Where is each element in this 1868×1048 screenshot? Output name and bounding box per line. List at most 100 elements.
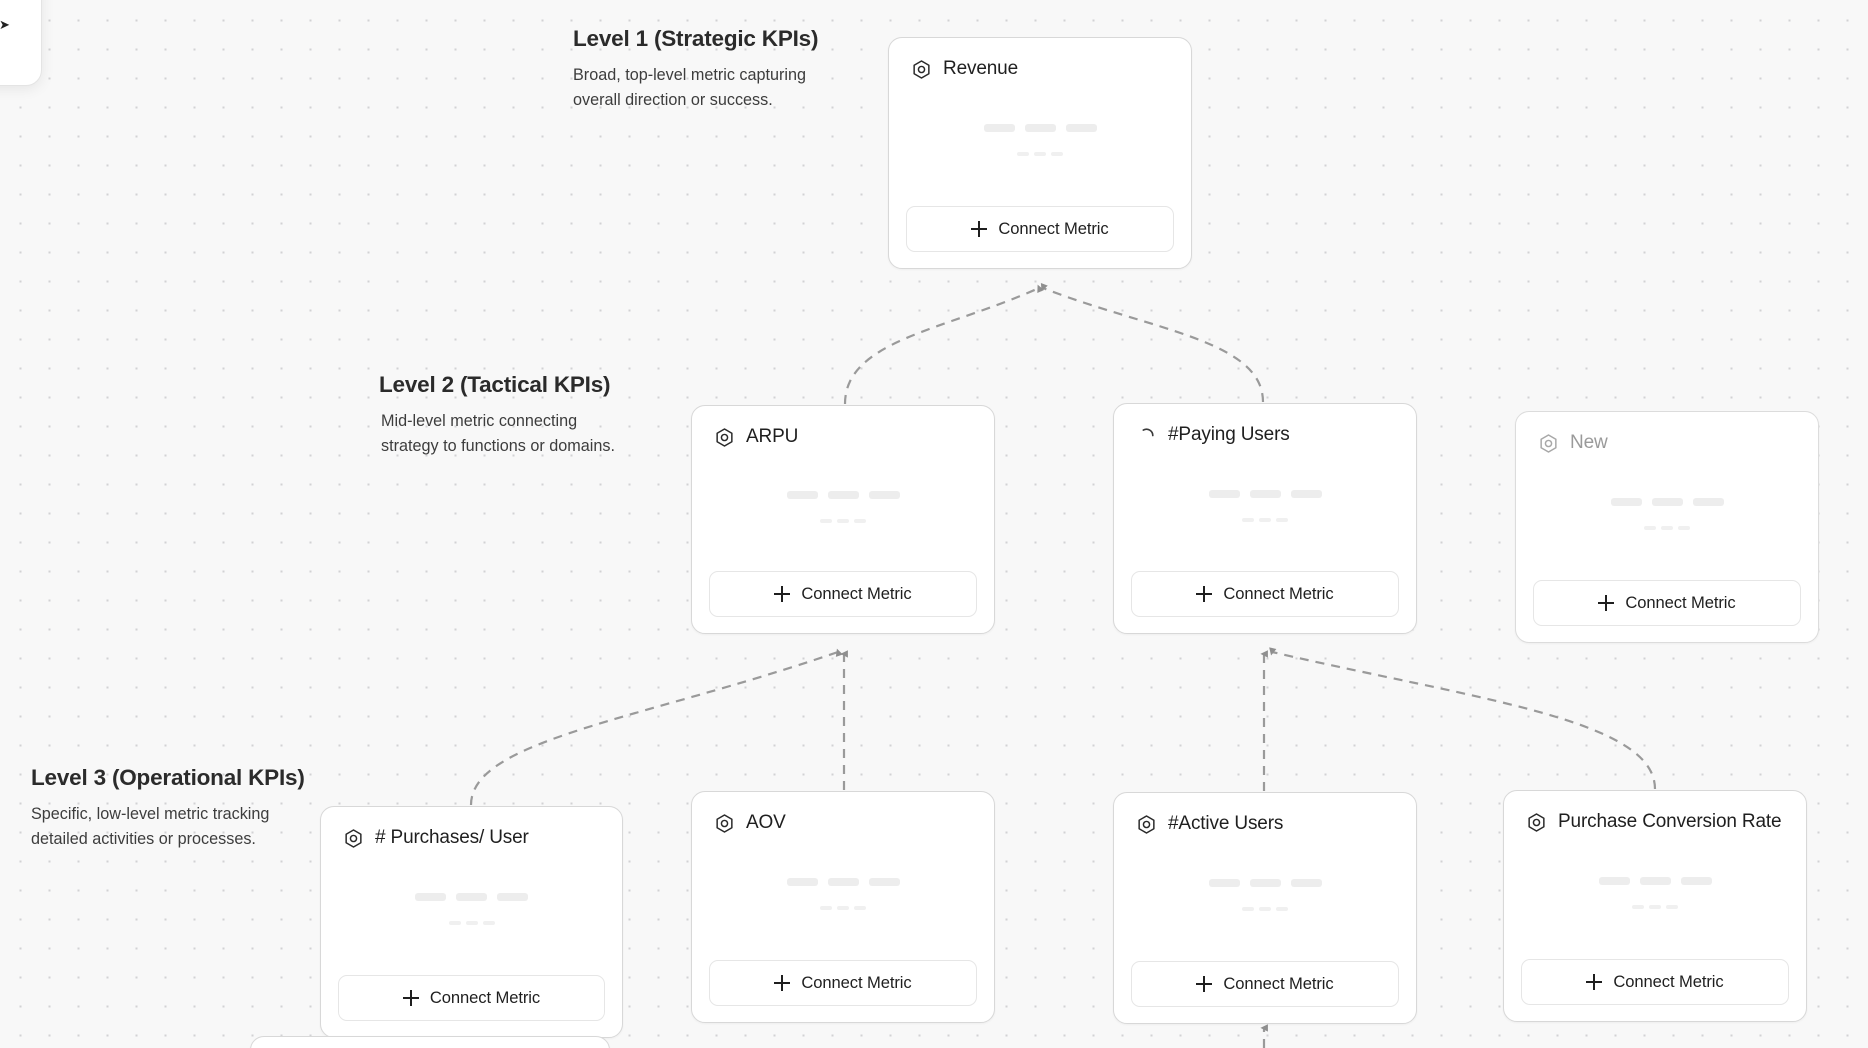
card-skeleton-body xyxy=(692,835,994,960)
skeleton-row-secondary xyxy=(1242,907,1288,912)
skeleton-bar xyxy=(1249,879,1281,888)
connect-metric-button[interactable]: Connect Metric xyxy=(1521,959,1789,1005)
skeleton-bar xyxy=(1632,905,1644,910)
connect-metric-label: Connect Metric xyxy=(998,219,1109,238)
skeleton-bar xyxy=(837,518,849,523)
skeleton-row-secondary xyxy=(1242,517,1288,522)
skeleton-bar xyxy=(1290,879,1322,888)
skeleton-bar xyxy=(1598,877,1630,886)
skeleton-bar xyxy=(1024,124,1056,133)
card-header: New xyxy=(1516,412,1818,455)
plus-icon xyxy=(1196,976,1213,992)
level-2-title: Level 2 (Tactical KPIs) xyxy=(379,372,611,397)
plus-icon xyxy=(774,586,791,602)
skeleton-bar xyxy=(1290,489,1322,498)
skeleton-bar xyxy=(1644,526,1656,531)
metric-card-arpu[interactable]: ARPU Connect Metric xyxy=(691,405,995,634)
skeleton-bar xyxy=(1208,489,1240,498)
metric-card-revenue[interactable]: Revenue Connect Metric xyxy=(888,37,1192,269)
plus-icon xyxy=(1598,595,1615,611)
skeleton-bar xyxy=(820,906,832,911)
plus-icon xyxy=(402,990,419,1006)
skeleton-bar xyxy=(1651,498,1683,507)
metric-card-offscreen-bottom[interactable] xyxy=(250,1036,610,1048)
card-skeleton-body xyxy=(1114,447,1416,571)
connect-metric-button[interactable]: Connect Metric xyxy=(1533,580,1801,626)
card-skeleton-body xyxy=(1114,836,1416,961)
skeleton-row-primary xyxy=(1208,489,1322,498)
edge-purchases-user-to-arpu xyxy=(469,648,843,806)
hexagon-metric-icon xyxy=(345,829,362,848)
skeleton-bar xyxy=(448,921,461,926)
connect-metric-button[interactable]: Connect Metric xyxy=(1131,961,1399,1007)
card-title: Revenue xyxy=(943,58,1019,79)
metric-card-purchases-per-user[interactable]: # Purchases/ User Connect Metric xyxy=(320,806,623,1038)
metric-card-paying-users[interactable]: #Paying Users Connect Metric xyxy=(1113,403,1417,634)
card-header: #Paying Users xyxy=(1114,404,1416,447)
card-skeleton-body xyxy=(889,81,1191,206)
skeleton-bar xyxy=(1276,517,1288,522)
skeleton-bar xyxy=(497,893,528,902)
card-header: AOV xyxy=(692,792,994,835)
connect-metric-button[interactable]: Connect Metric xyxy=(338,975,605,1021)
skeleton-bar xyxy=(1680,877,1712,886)
metric-card-active-users[interactable]: #Active Users Connect Metric xyxy=(1113,792,1417,1024)
connect-metric-button[interactable]: Connect Metric xyxy=(709,960,977,1006)
hexagon-metric-icon xyxy=(716,428,733,447)
card-header: Purchase Conversion Rate xyxy=(1504,791,1806,834)
skeleton-row-primary xyxy=(786,878,900,887)
skeleton-bar xyxy=(1242,907,1254,912)
connect-metric-button[interactable]: Connect Metric xyxy=(1131,571,1399,617)
connect-metric-button[interactable]: Connect Metric xyxy=(906,206,1174,252)
connect-metric-label: Connect Metric xyxy=(1625,593,1736,612)
metric-card-new[interactable]: New Connect Metric xyxy=(1515,411,1819,643)
skeleton-bar xyxy=(854,518,866,523)
skeleton-bar xyxy=(1666,905,1678,910)
card-skeleton-body xyxy=(1516,455,1818,580)
metric-card-purchase-conversion-rate[interactable]: Purchase Conversion Rate Connect Metric xyxy=(1503,790,1807,1022)
skeleton-bar xyxy=(820,518,832,523)
card-title: ARPU xyxy=(746,426,799,447)
card-header: Revenue xyxy=(889,38,1191,81)
level-1-description: Broad, top-level metric capturing overal… xyxy=(573,66,807,109)
card-skeleton-body xyxy=(321,850,622,975)
level-2-description: Mid-level metric connecting strategy to … xyxy=(381,412,615,455)
skeleton-bar xyxy=(465,921,478,926)
card-title: #Paying Users xyxy=(1168,424,1290,445)
skeleton-row-primary xyxy=(983,124,1097,133)
skeleton-bar xyxy=(415,893,446,902)
skeleton-bar xyxy=(1051,152,1063,157)
skeleton-bar xyxy=(1610,498,1642,507)
plus-icon xyxy=(971,221,988,237)
level-1-label-group: Level 1 (Strategic KPIs) Broad, top-leve… xyxy=(573,25,823,112)
skeleton-row-secondary xyxy=(1644,526,1690,531)
connect-metric-label: Connect Metric xyxy=(1223,584,1334,603)
level-2-label-group: Level 2 (Tactical KPIs) Mid-level metric… xyxy=(379,371,629,458)
skeleton-bar xyxy=(1259,517,1271,522)
connect-metric-label: Connect Metric xyxy=(1223,974,1334,993)
level-1-title: Level 1 (Strategic KPIs) xyxy=(573,26,819,51)
skeleton-bar xyxy=(1017,152,1029,157)
plus-icon xyxy=(1586,974,1603,990)
skeleton-bar xyxy=(1259,907,1271,912)
edge-purchase-cvr-to-paying-users xyxy=(1269,647,1657,790)
skeleton-bar xyxy=(1661,526,1673,531)
connect-metric-button[interactable]: Connect Metric xyxy=(709,571,977,617)
skeleton-row-secondary xyxy=(1017,152,1063,157)
skeleton-row-primary xyxy=(1208,879,1322,888)
card-skeleton-body xyxy=(1504,834,1806,959)
hexagon-metric-icon xyxy=(1540,434,1557,453)
skeleton-bar xyxy=(456,893,487,902)
card-header: ARPU xyxy=(692,406,994,449)
skeleton-bar xyxy=(983,124,1015,133)
metric-card-aov[interactable]: AOV Connect Metric xyxy=(691,791,995,1023)
skeleton-bar xyxy=(1208,879,1240,888)
skeleton-row-secondary xyxy=(1632,905,1678,910)
hexagon-metric-icon xyxy=(716,814,733,833)
skeleton-bar xyxy=(786,490,818,499)
skeleton-bar xyxy=(827,490,859,499)
card-title: Purchase Conversion Rate xyxy=(1558,811,1782,832)
plus-icon xyxy=(774,975,791,991)
floating-toolbar-panel[interactable]: ➤ xyxy=(0,0,42,86)
